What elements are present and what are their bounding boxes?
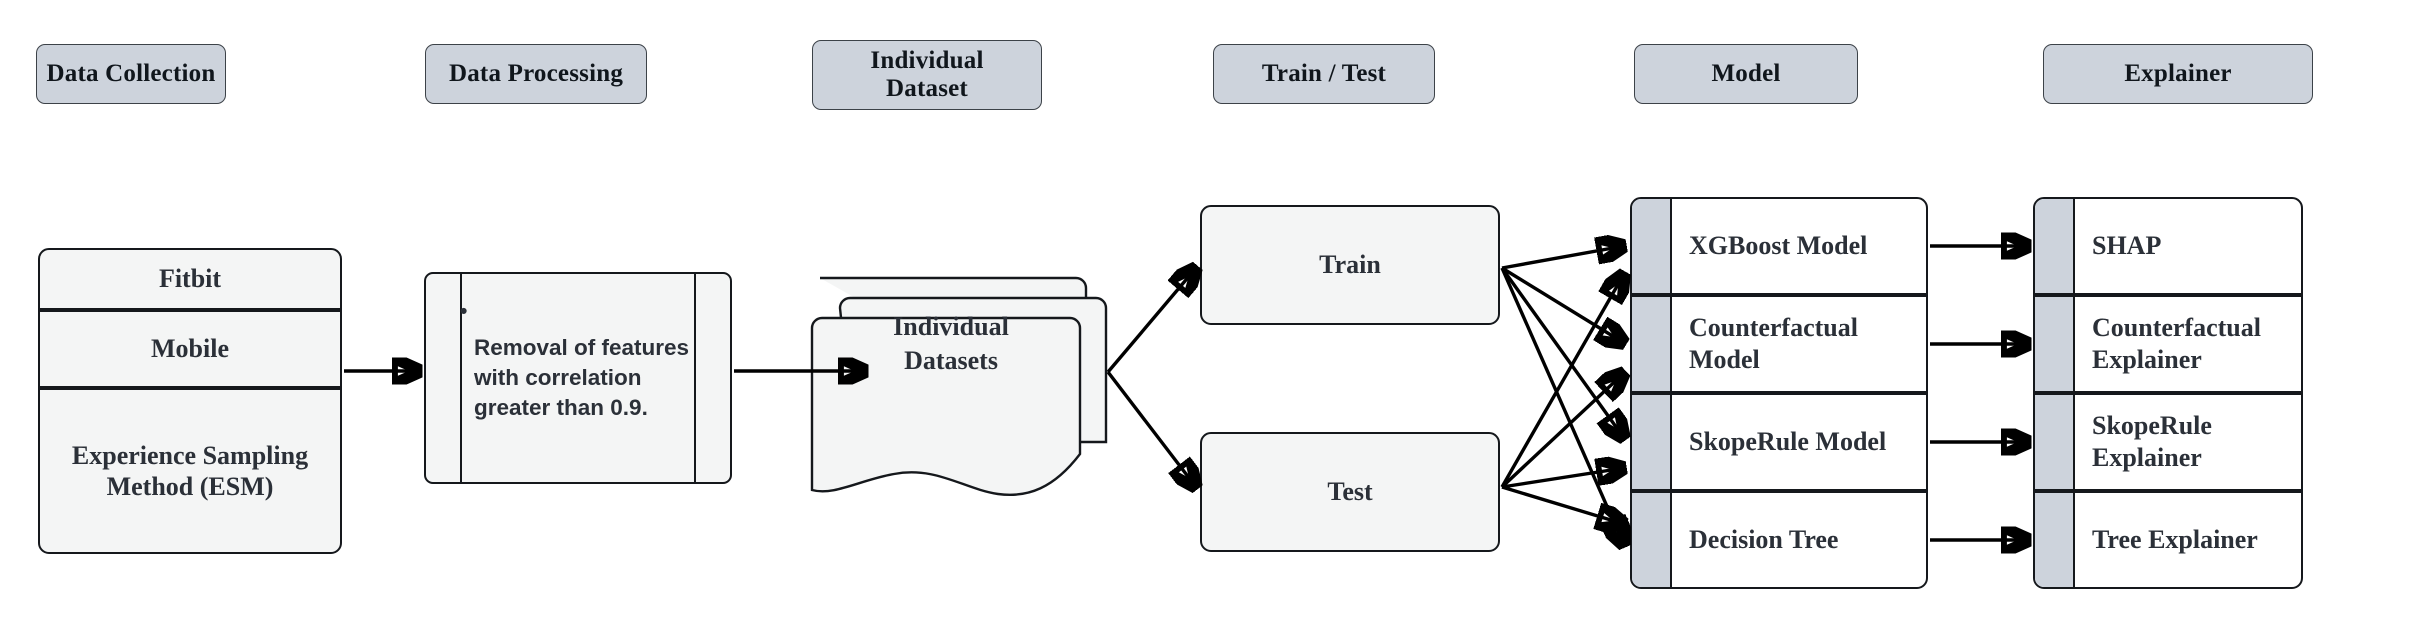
- stage-header-label: Data Processing: [448, 60, 624, 87]
- model-accent-bar: [1632, 395, 1672, 489]
- explainer-accent-bar: [2035, 493, 2075, 587]
- model-decision-tree[interactable]: Decision Tree: [1630, 491, 1928, 589]
- stage-header-data-processing: Data Processing: [425, 44, 647, 104]
- data-source-mobile[interactable]: Mobile: [38, 310, 342, 388]
- split-label: Test: [1327, 477, 1373, 507]
- multi-document-shape: [810, 276, 1108, 496]
- stage-header-explainer: Explainer: [2043, 44, 2313, 104]
- explainer-shap[interactable]: SHAP: [2033, 197, 2303, 295]
- stage-header-model: Model: [1634, 44, 1858, 104]
- data-processing-step[interactable]: • Removal of features with correlation g…: [424, 272, 732, 484]
- arrow-test-to-xgboost: [1500, 274, 1624, 488]
- explainer-accent-bar: [2035, 395, 2075, 489]
- model-accent-bar: [1632, 297, 1672, 391]
- data-source-fitbit[interactable]: Fitbit: [38, 248, 342, 310]
- stage-header-label: Explainer: [2124, 60, 2232, 87]
- model-accent-bar: [1632, 493, 1672, 587]
- explainer-label: SHAP: [2092, 231, 2162, 261]
- data-source-label: Mobile: [151, 334, 229, 364]
- stage-header-label: Train / Test: [1261, 60, 1387, 87]
- model-accent-bar: [1632, 199, 1672, 293]
- model-xgboost[interactable]: XGBoost Model: [1630, 197, 1928, 295]
- predefined-process-left-bar: [460, 274, 462, 482]
- arrow-test-to-skoperule: [1501, 468, 1624, 489]
- split-test[interactable]: Test: [1200, 432, 1500, 552]
- arrow-train-to-counterfactual: [1501, 266, 1624, 343]
- split-train[interactable]: Train: [1200, 205, 1500, 325]
- predefined-process-right-bar: [694, 274, 696, 482]
- stage-header-train-test: Train / Test: [1213, 44, 1435, 104]
- stage-header-label: Model: [1711, 60, 1781, 87]
- data-processing-text: Removal of features with correlation gre…: [474, 335, 690, 420]
- arrow-test-to-decision-tree: [1501, 485, 1624, 524]
- explainer-label: Tree Explainer: [2092, 525, 2258, 555]
- arrow-train-to-xgboost: [1501, 246, 1624, 270]
- model-label: Decision Tree: [1689, 525, 1839, 555]
- arrow-test-to-counterfactual: [1500, 373, 1624, 489]
- arrow-train-to-decision-tree: [1500, 267, 1624, 545]
- model-label: XGBoost Model: [1689, 231, 1868, 261]
- stage-header-label: Data Collection: [46, 60, 216, 87]
- split-label: Train: [1319, 250, 1381, 280]
- explainer-tree[interactable]: Tree Explainer: [2033, 491, 2303, 589]
- data-processing-text-wrap: • Removal of features with correlation g…: [460, 274, 696, 482]
- model-label: SkopeRule Model: [1689, 427, 1887, 457]
- bullet-icon: •: [460, 300, 468, 323]
- explainer-accent-bar: [2035, 199, 2075, 293]
- model-skoperule[interactable]: SkopeRule Model: [1630, 393, 1928, 491]
- explainer-accent-bar: [2035, 297, 2075, 391]
- data-source-label: Fitbit: [158, 264, 222, 294]
- stage-header-data-collection: Data Collection: [36, 44, 226, 104]
- arrow-train-to-skoperule: [1500, 267, 1624, 438]
